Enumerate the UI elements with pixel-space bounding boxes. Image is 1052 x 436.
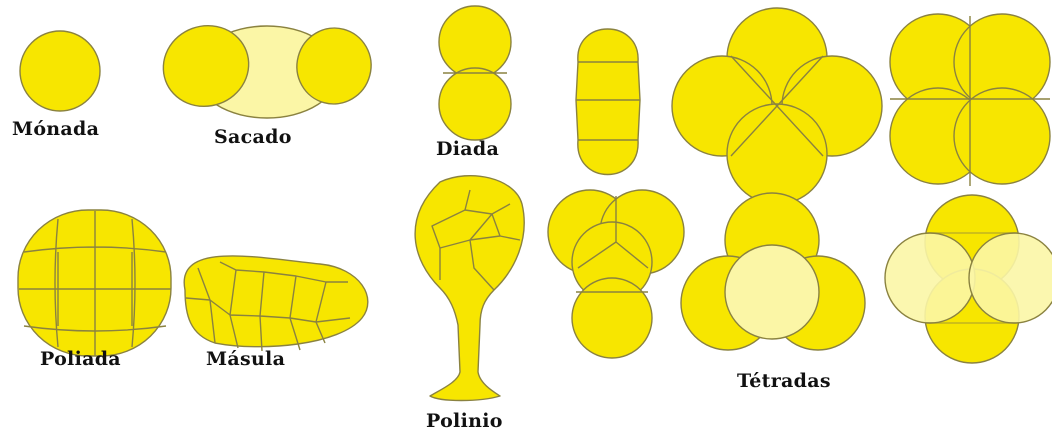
linear-tetrad <box>576 29 640 175</box>
t-shaped-tetrad <box>548 190 684 358</box>
monad-label: Mónada <box>12 118 99 140</box>
saccate-label: Sacado <box>214 126 292 148</box>
polyad-grain <box>18 210 171 356</box>
tetragonal-tetrad <box>890 14 1050 186</box>
monad-grain <box>20 31 100 111</box>
decussate-tetrad <box>885 195 1052 363</box>
saccate-grain <box>152 14 380 119</box>
dyad-grain <box>439 6 511 140</box>
massula-grain <box>184 256 368 351</box>
polyad-label: Poliada <box>40 348 121 370</box>
rhomboidal-tetrad <box>672 8 882 204</box>
tetrahedral-tetrad <box>681 193 865 350</box>
pollinium-label: Polinio <box>426 410 503 432</box>
massula-label: Másula <box>206 348 285 370</box>
tetrads-label: Tétradas <box>737 370 831 392</box>
pollinium-grain <box>415 176 524 401</box>
dyad-label: Diada <box>436 138 499 160</box>
